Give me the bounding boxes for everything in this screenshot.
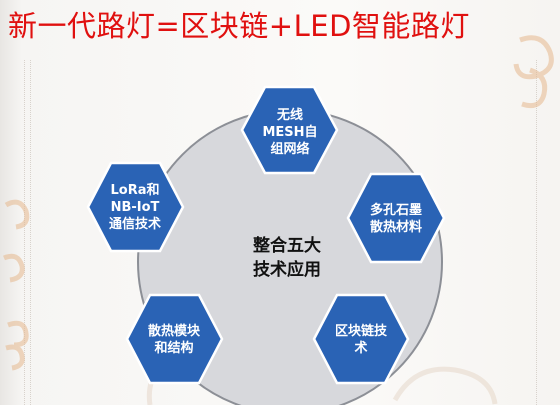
hex-blockchain: 区块链技 术 bbox=[312, 293, 410, 385]
hex-label-line: 术 bbox=[353, 340, 367, 356]
hex-label-line: 多孔石墨 bbox=[370, 202, 422, 218]
hex-label-line: 区块链技 bbox=[335, 323, 388, 339]
hex-lora-nbiot: LoRa和 NB-IoT 通信技术 bbox=[86, 161, 185, 253]
hex-label-line: 散热模块 bbox=[148, 323, 201, 339]
hex-graphene: 多孔石墨 散热材料 bbox=[346, 172, 446, 264]
divider-line bbox=[536, 60, 537, 405]
hex-heat-module: 散热模块 和结构 bbox=[125, 293, 224, 385]
center-label-line-2: 技术应用 bbox=[253, 259, 321, 280]
hex-label-line: 无线 bbox=[276, 107, 303, 123]
hex-label-line: 散热材料 bbox=[370, 219, 422, 235]
hex-label-line: 组网络 bbox=[270, 141, 309, 157]
hex-wireless-mesh: 无线 MESH自 组网络 bbox=[240, 85, 339, 175]
center-label-line-1: 整合五大 bbox=[253, 235, 321, 256]
divider-line bbox=[30, 60, 31, 405]
hex-label-line: 和结构 bbox=[154, 340, 193, 356]
divider-line bbox=[24, 60, 25, 405]
hex-label-line: 通信技术 bbox=[109, 216, 161, 232]
slide-title: 新一代路灯=区块链+LED智能路灯 bbox=[8, 9, 470, 43]
hex-label-line: NB-IoT bbox=[111, 200, 160, 215]
hex-label-line: MESH自 bbox=[262, 124, 317, 140]
hex-label-line: LoRa和 bbox=[111, 182, 160, 198]
